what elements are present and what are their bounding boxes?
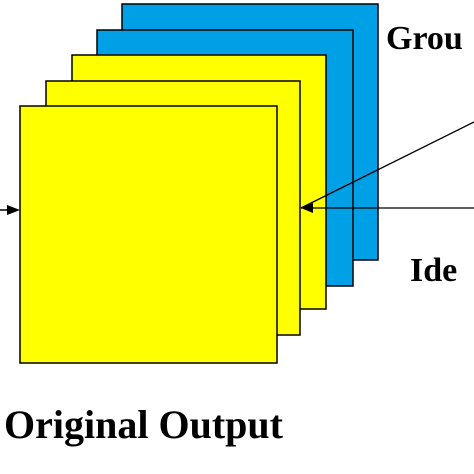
groups-label: Grou xyxy=(386,20,463,57)
yellow-layer-front xyxy=(19,105,278,364)
output-connectors xyxy=(300,121,474,213)
connector-arrow-head xyxy=(301,203,313,213)
identity-label: Ide xyxy=(410,252,457,289)
input-arrow xyxy=(0,205,20,215)
original-output-label: Original Output xyxy=(4,402,284,447)
input-arrow-head xyxy=(7,205,20,215)
yellow-layer-stack xyxy=(19,54,327,364)
connector-to-groups xyxy=(300,121,474,209)
